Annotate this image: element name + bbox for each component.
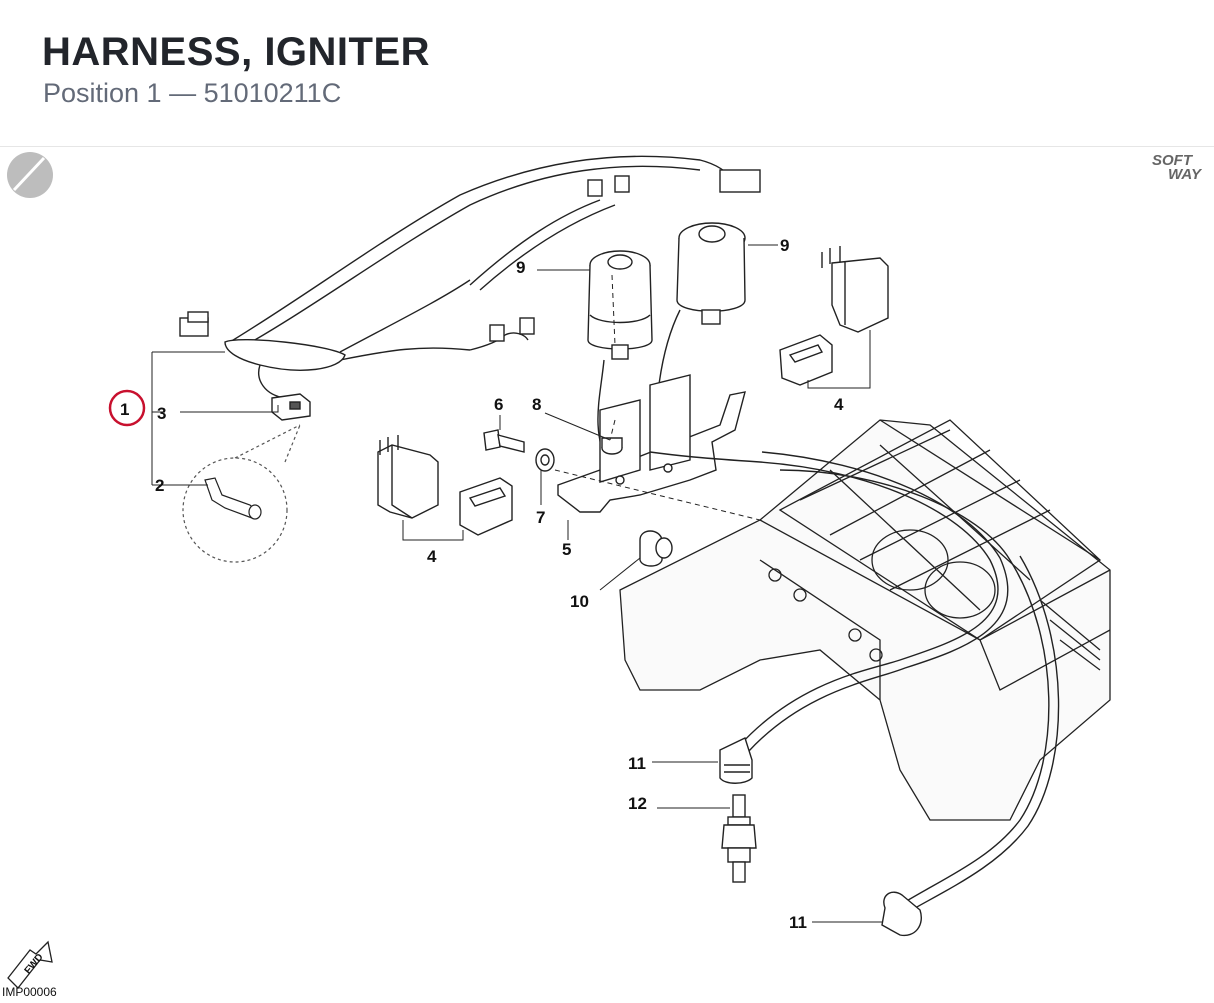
rubber-mount-part-10: [639, 530, 673, 567]
page-title: HARNESS, IGNITER: [42, 30, 431, 74]
bracket-part-5: [557, 374, 746, 513]
callout-3[interactable]: 3: [157, 404, 166, 423]
softway-logo: SOFT WAY: [1152, 152, 1202, 183]
connector-part-3: [271, 393, 311, 421]
callout-11-upper[interactable]: 11: [628, 754, 646, 773]
cap-part-4-left: [377, 435, 513, 536]
wiring-harness: [179, 155, 761, 399]
callout-11-lower[interactable]: 11: [789, 913, 807, 932]
spark-plug-cap-part-11-upper: [719, 737, 753, 784]
exploded-parts-diagram: 1 3 2 4 4 5 6 7 8 9 9 10 11 12 11 FWD: [7, 152, 1111, 989]
callout-7[interactable]: 7: [536, 508, 545, 527]
callout-9-right[interactable]: 9: [780, 236, 789, 255]
nut-part-8: [601, 437, 623, 455]
callout-2[interactable]: 2: [155, 476, 164, 495]
image-reference-code: IMP00006: [2, 985, 57, 999]
terminal-detail-part-2: [182, 424, 301, 563]
cap-part-4-right: [779, 246, 889, 386]
callout-4-left[interactable]: 4: [427, 547, 437, 566]
washer-part-7: [535, 448, 555, 472]
callout-8[interactable]: 8: [532, 395, 541, 414]
leader-lines: [151, 244, 882, 923]
spark-plug-part-12: [721, 794, 757, 883]
ht-leads: [649, 451, 1060, 913]
ignition-coil-part-9-left: [587, 250, 653, 471]
callout-labels: 1 3 2 4 4 5 6 7 8 9 9 10 11 12 11: [120, 236, 844, 932]
selected-position-ring: [108, 389, 146, 427]
callout-12[interactable]: 12: [628, 794, 647, 813]
callout-9-left[interactable]: 9: [516, 258, 525, 277]
brand-disc-icon: [7, 152, 53, 198]
page-subtitle: Position 1 — 51010211C: [43, 78, 342, 108]
spark-plug-cap-part-11-lower: [881, 891, 922, 937]
forward-direction-icon: FWD: [7, 940, 53, 989]
callout-5[interactable]: 5: [562, 540, 571, 559]
callout-6[interactable]: 6: [494, 395, 503, 414]
bolt-part-6: [483, 429, 525, 453]
page-header: HARNESS, IGNITER Position 1 — 51010211C: [0, 0, 1214, 147]
ignition-coil-part-9-right: [655, 222, 746, 471]
callout-4-right[interactable]: 4: [834, 395, 844, 414]
callout-1[interactable]: 1: [120, 400, 129, 419]
callout-10[interactable]: 10: [570, 592, 589, 611]
